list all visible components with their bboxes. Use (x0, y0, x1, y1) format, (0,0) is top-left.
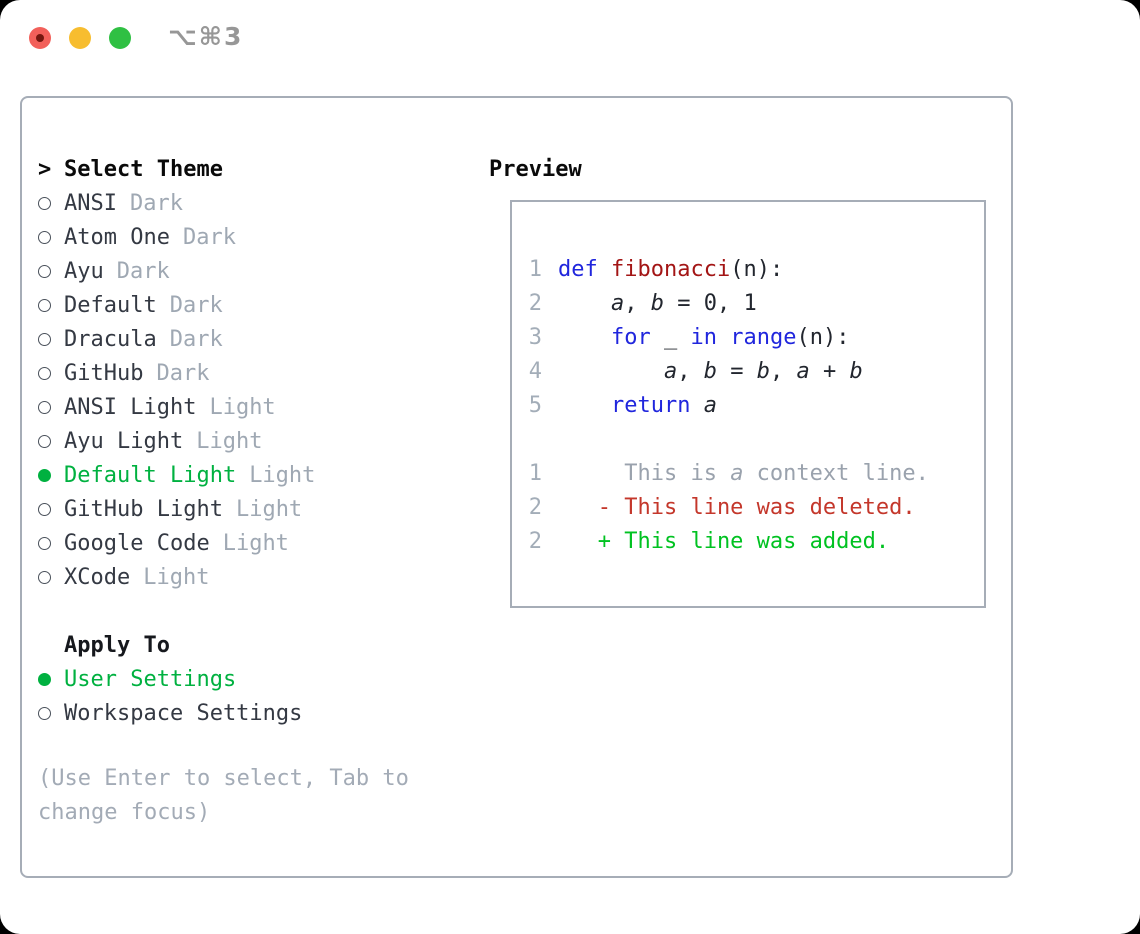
code-line-blank (512, 422, 984, 456)
theme-variant: Light (196, 428, 263, 454)
theme-option-atom-one-dark[interactable]: Atom One Dark (38, 220, 315, 254)
apply-option-label: User Settings (64, 666, 237, 692)
line-number: 1 (528, 460, 542, 486)
theme-select-list: > Select Theme ANSI Dark Atom One Dark A… (38, 152, 315, 594)
theme-option-default-dark[interactable]: Default Dark (38, 288, 315, 322)
apply-option-workspace-settings[interactable]: Workspace Settings (38, 696, 302, 730)
radio-selected-icon (38, 672, 64, 686)
apply-to-header: Apply To (38, 628, 302, 662)
radio-icon (38, 502, 64, 516)
radio-icon (38, 298, 64, 312)
cursor-arrow-icon: > (38, 156, 52, 182)
preview-title: Preview (489, 156, 582, 182)
radio-icon (38, 332, 64, 346)
code-line: 5 return a (528, 392, 717, 418)
apply-to-title: Apply To (64, 632, 170, 658)
theme-variant: Dark (116, 258, 170, 284)
theme-variant: Dark (156, 360, 210, 386)
radio-selected-icon (38, 468, 64, 482)
radio-icon (38, 434, 64, 448)
theme-option-xcode-light[interactable]: XCode Light (38, 560, 315, 594)
line-number: 4 (528, 358, 542, 384)
theme-variant: Dark (169, 292, 223, 318)
theme-select-header: > Select Theme (38, 152, 315, 186)
theme-name: GitHub Light (64, 496, 223, 522)
code-line: 2 a, b = 0, 1 (528, 290, 757, 316)
theme-option-github-light[interactable]: GitHub Light Light (38, 492, 315, 526)
code-line: 4 a, b = b, a + b (528, 358, 863, 384)
theme-variant: Light (249, 462, 316, 488)
code-line: 3 for _ in range(n): (528, 324, 850, 350)
theme-option-default-light[interactable]: Default Light Light (38, 458, 315, 492)
theme-name: XCode (64, 564, 131, 590)
line-number: 2 (528, 494, 542, 520)
window-controls (29, 27, 131, 49)
code-preview: 1 def fibonacci(n): 2 a, b = 0, 1 3 for … (512, 252, 984, 558)
keyboard-hint-text: (Use Enter to select, Tab to change focu… (38, 766, 409, 825)
theme-name: ANSI (64, 190, 117, 216)
theme-variant: Light (209, 394, 276, 420)
diff-deleted-line: 2 - This line was deleted. (528, 494, 916, 520)
line-number: 2 (528, 290, 542, 316)
theme-name: ANSI Light (64, 394, 197, 420)
code-line: 1 def fibonacci(n): (528, 256, 784, 282)
theme-variant: Light (235, 496, 303, 522)
theme-name: Default (64, 292, 157, 318)
theme-variant: Dark (169, 326, 223, 352)
theme-name: Dracula (64, 326, 157, 352)
theme-name: Ayu Light (64, 428, 184, 454)
title-bar: ⌥⌘3 (0, 0, 1140, 76)
line-number: 3 (528, 324, 542, 350)
zoom-window-button[interactable] (109, 27, 131, 49)
theme-variant: Light (222, 530, 289, 556)
theme-name: GitHub (64, 360, 144, 386)
line-number: 5 (528, 392, 542, 418)
theme-option-github-dark[interactable]: GitHub Dark (38, 356, 315, 390)
close-window-button[interactable] (29, 27, 51, 49)
theme-variant: Dark (182, 224, 236, 250)
radio-icon (38, 230, 64, 244)
minimize-window-button[interactable] (69, 27, 91, 49)
theme-option-ansi-dark[interactable]: ANSI Dark (38, 186, 315, 220)
theme-select-title: Select Theme (64, 156, 223, 182)
theme-option-google-code-light[interactable]: Google Code Light (38, 526, 315, 560)
theme-variant: Light (143, 564, 210, 590)
apply-option-user-settings[interactable]: User Settings (38, 662, 302, 696)
theme-picker-panel: > Select Theme ANSI Dark Atom One Dark A… (20, 96, 1013, 878)
radio-icon (38, 706, 64, 720)
theme-option-ayu-dark[interactable]: Ayu Dark (38, 254, 315, 288)
theme-name: Default Light (64, 462, 237, 488)
diff-added-line: 2 + This line was added. (528, 528, 890, 554)
theme-name: Ayu (64, 258, 104, 284)
radio-icon (38, 366, 64, 380)
radio-icon (38, 400, 64, 414)
theme-name: Google Code (64, 530, 210, 556)
radio-icon (38, 196, 64, 210)
window-title-shortcut: ⌥⌘3 (168, 22, 244, 51)
line-number: 1 (528, 256, 542, 282)
radio-icon (38, 536, 64, 550)
theme-name: Atom One (64, 224, 170, 250)
apply-to-section: Apply To User Settings Workspace Setting… (38, 628, 302, 730)
theme-variant: Dark (129, 190, 183, 216)
preview-pane: 1 def fibonacci(n): 2 a, b = 0, 1 3 for … (510, 200, 986, 608)
apply-option-label: Workspace Settings (64, 700, 303, 726)
radio-icon (38, 264, 64, 278)
theme-option-dracula-dark[interactable]: Dracula Dark (38, 322, 315, 356)
radio-icon (38, 570, 64, 584)
theme-option-ansi-light[interactable]: ANSI Light Light (38, 390, 315, 424)
diff-context-line: 1 This is a context line. (528, 460, 929, 486)
line-number: 2 (528, 528, 542, 554)
theme-option-ayu-light[interactable]: Ayu Light Light (38, 424, 315, 458)
